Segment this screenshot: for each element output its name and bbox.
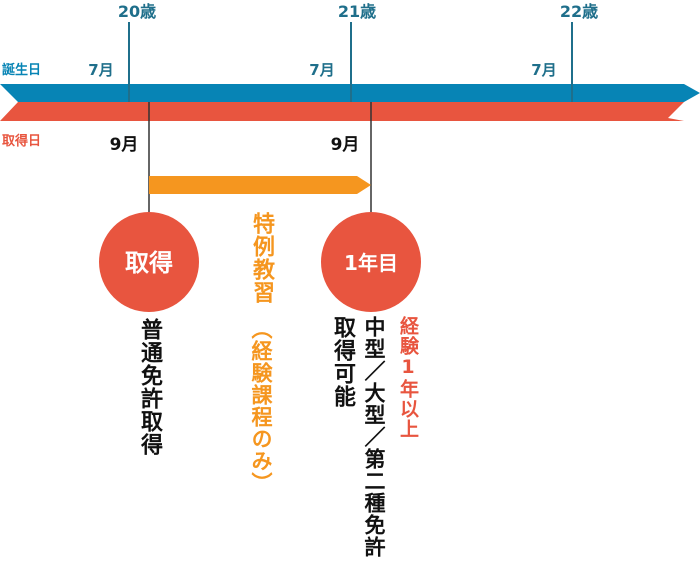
age-label-20: 20歳 xyxy=(118,2,156,21)
age-label-22: 22歳 xyxy=(560,2,598,21)
acquisition-band xyxy=(0,102,684,121)
course-only-caption: （経験課程のみ） xyxy=(249,318,273,494)
year1-circle xyxy=(321,212,421,312)
birth-month-label-2: 7月 xyxy=(309,61,334,79)
acquisition-label: 取得日 xyxy=(2,133,41,149)
special-course-arrow xyxy=(149,176,371,194)
birth-month-label-1: 7月 xyxy=(88,61,113,79)
license-acquire-caption: 普通免許取得 xyxy=(137,318,162,456)
obtainable-caption: 取得可能 xyxy=(330,316,355,408)
acquire-month-label-2: 9月 xyxy=(331,135,360,155)
acquire-circle xyxy=(99,212,199,312)
birth-month-label-3: 7月 xyxy=(531,61,556,79)
birthday-label: 誕生日 xyxy=(2,62,41,78)
acquire-circle-label: 取得 xyxy=(125,249,173,277)
year1-circle-label: 1年目 xyxy=(344,251,398,275)
acquire-month-label-1: 9月 xyxy=(110,135,139,155)
age-label-21: 21歳 xyxy=(338,2,376,21)
special-course-caption: 特例教習 xyxy=(249,212,274,304)
license-types-caption: 中型／大型／第二種免許 xyxy=(362,316,386,558)
experience-caption: 経験1年以上 xyxy=(397,316,419,439)
